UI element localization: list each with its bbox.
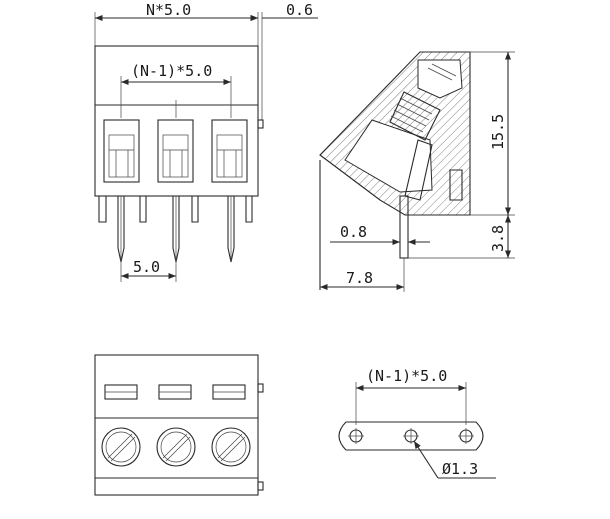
dim-height: 15.5 xyxy=(489,114,507,150)
pcb-footprint-view: (N-1)*5.0 Ø1.3 xyxy=(338,367,496,479)
dim-depth: 7.8 xyxy=(346,269,373,287)
screw-head-1 xyxy=(101,427,141,467)
pin-3 xyxy=(227,196,235,263)
screw-head-3 xyxy=(211,427,251,467)
pcb-hole-2 xyxy=(403,428,419,444)
pcb-hole-3 xyxy=(458,428,474,444)
side-section-view: 15.5 3.8 0.8 7.8 xyxy=(319,51,515,292)
dim-pcb-pitch: (N-1)*5.0 xyxy=(366,367,447,385)
wire-entry-1 xyxy=(103,119,140,183)
dim-pin-length: 3.8 xyxy=(489,225,507,252)
pin-1 xyxy=(117,196,125,263)
dim-total-width: N*5.0 xyxy=(146,1,191,19)
front-view: N*5.0 0.6 (N-1)*5.0 xyxy=(94,1,318,282)
dim-pin-width: 0.8 xyxy=(340,223,367,241)
dim-pitch: 5.0 xyxy=(133,258,160,276)
dim-edge-offset: 0.6 xyxy=(286,1,313,19)
wire-entry-2 xyxy=(157,119,194,183)
top-view xyxy=(94,354,264,496)
dim-hole-diameter: Ø1.3 xyxy=(442,460,478,478)
dim-pitch-top: (N-1)*5.0 xyxy=(131,62,212,80)
pin-2 xyxy=(172,196,180,263)
screw-head-2 xyxy=(156,427,196,467)
pcb-hole-1 xyxy=(348,428,364,444)
wire-entry-3 xyxy=(211,119,248,183)
